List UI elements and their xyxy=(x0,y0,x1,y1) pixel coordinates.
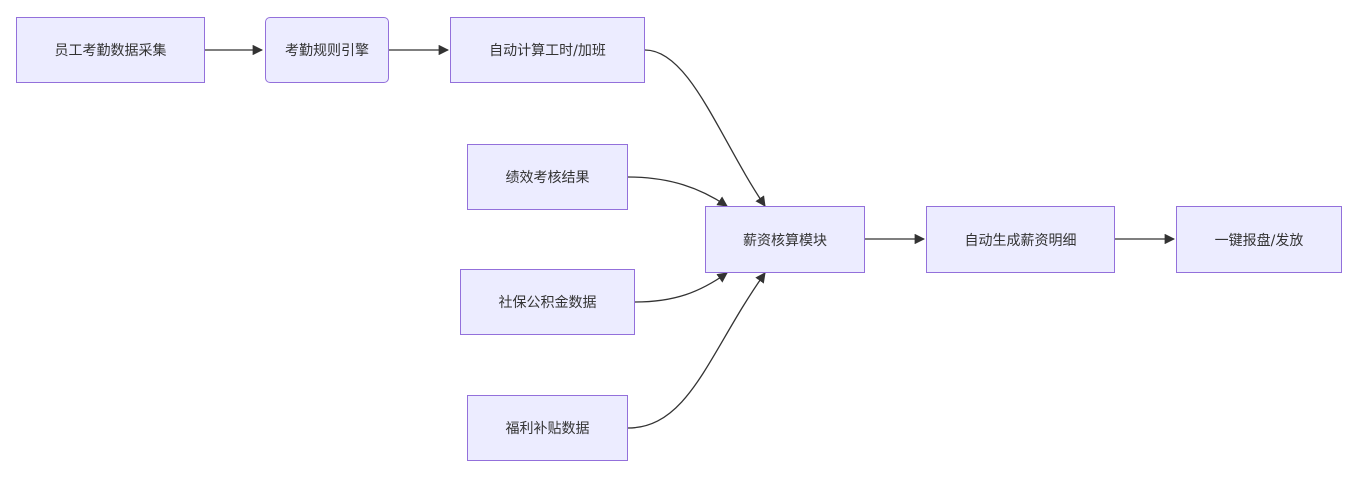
edge-performance-to-payroll xyxy=(627,176,728,207)
node-performance: 绩效考核结果 xyxy=(467,144,628,210)
node-rule-engine-label: 考勤规则引擎 xyxy=(285,43,369,59)
node-performance-label: 绩效考核结果 xyxy=(505,170,590,186)
node-pay-out: 一键报盘/发放 xyxy=(1176,206,1342,273)
edge-benefits-to-payroll xyxy=(627,272,766,429)
edge-social-security-to-payroll xyxy=(634,272,728,303)
node-auto-hours: 自动计算工时/加班 xyxy=(450,17,645,83)
node-benefits: 福利补贴数据 xyxy=(467,395,628,461)
node-rule-engine: 考勤规则引擎 xyxy=(265,17,389,83)
node-payslip: 自动生成薪资明细 xyxy=(926,206,1115,273)
node-social-security-label: 社保公积金数据 xyxy=(498,295,597,311)
node-payslip-label: 自动生成薪资明细 xyxy=(964,232,1077,249)
node-social-security: 社保公积金数据 xyxy=(460,269,635,335)
edge-auto-hours-to-payroll xyxy=(644,49,766,207)
node-pay-out-label: 一键报盘/发放 xyxy=(1214,232,1304,249)
node-attendance-data-label: 员工考勤数据采集 xyxy=(54,43,167,59)
node-auto-hours-label: 自动计算工时/加班 xyxy=(489,43,606,59)
node-benefits-label: 福利补贴数据 xyxy=(505,421,590,437)
node-payroll-module-label: 薪资核算模块 xyxy=(743,232,827,249)
node-attendance-data: 员工考勤数据采集 xyxy=(16,17,205,83)
node-payroll-module: 薪资核算模块 xyxy=(705,206,865,273)
